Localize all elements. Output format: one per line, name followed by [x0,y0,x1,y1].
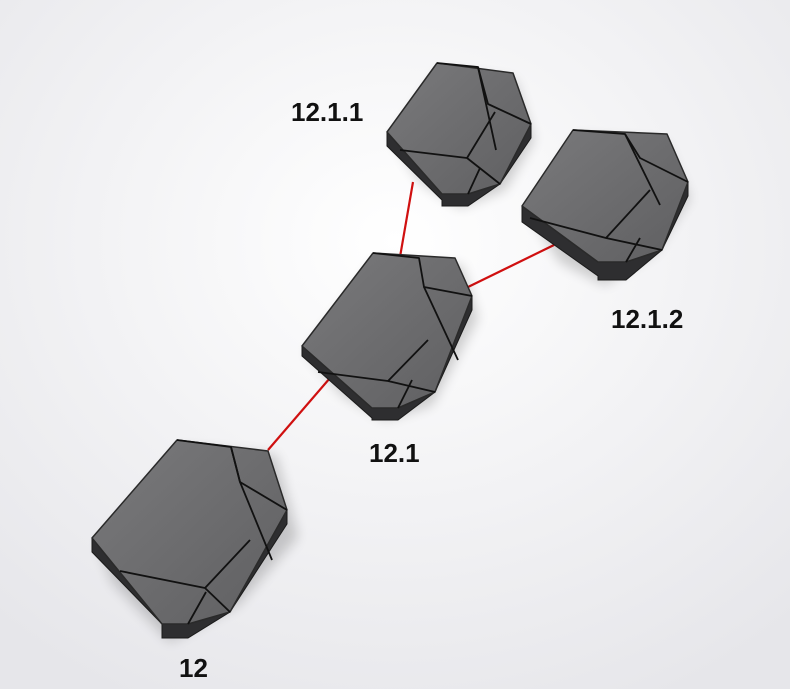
stone-12-1-1 [386,62,534,208]
stone-crack [372,252,473,297]
stone-crack [397,379,413,409]
stone-crack [204,539,251,589]
stone-crack [239,481,273,561]
stone-crack [605,189,651,239]
node-label-12-1: 12.1 [369,438,420,468]
connector-n12_1-n12_1_1 [398,181,415,258]
stone-12 [91,439,298,642]
stone-12-1-2 [521,129,690,285]
node-label-12: 12 [179,653,208,683]
stone-crack [466,111,496,159]
stone-crack [187,591,207,625]
stone-crack [436,62,532,125]
stone-crack [477,66,497,151]
stone-crack [625,237,641,263]
connector-lines [267,181,555,451]
stone-crack [467,167,481,195]
connector-n12-n12_1 [267,377,331,451]
stone-crack [387,339,429,382]
stone-crack [572,129,689,183]
node-label-12-1-1: 12.1.1 [291,97,364,127]
connector-n12_1-n12_1_2 [465,244,555,289]
stone-crack [624,133,661,206]
stone-crack [230,446,241,483]
stone-12-1 [301,252,478,421]
stone-crack [423,286,459,361]
node-label-12-1-2: 12.1.2 [611,304,684,334]
